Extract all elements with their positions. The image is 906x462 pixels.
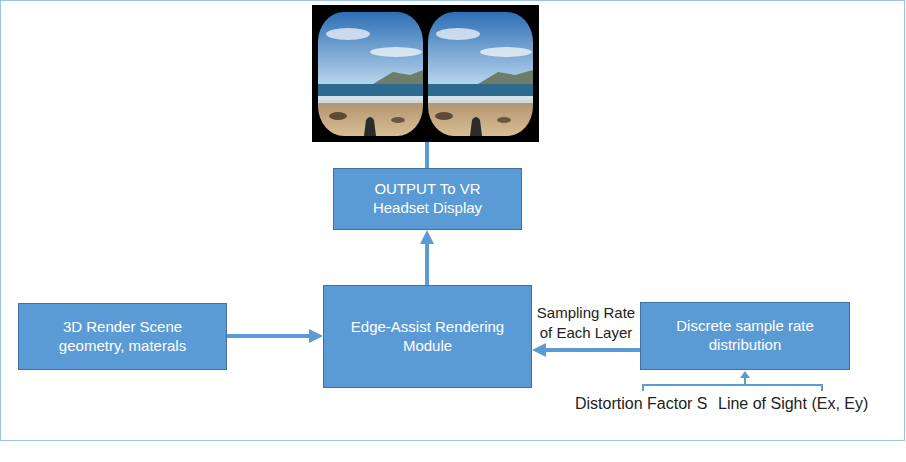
cloud bbox=[326, 28, 370, 40]
bracket-tick bbox=[642, 384, 644, 391]
bracket-arrow bbox=[744, 378, 746, 385]
box-label: OUTPUT To VR Headset Display bbox=[345, 180, 510, 218]
process-box: 3D Render Scene geometry, materals bbox=[18, 303, 227, 370]
input-bracket bbox=[643, 378, 822, 391]
cloud bbox=[436, 28, 480, 40]
display-link bbox=[425, 142, 429, 168]
cloud bbox=[480, 47, 532, 57]
input-label: Distortion Factor S bbox=[575, 395, 707, 413]
process-box: Edge-Assist Rendering Module bbox=[323, 285, 532, 388]
bracket-line bbox=[643, 384, 822, 386]
box-label: 3D Render Scene geometry, materals bbox=[48, 318, 198, 356]
rock bbox=[329, 112, 347, 120]
headset-view bbox=[312, 5, 539, 142]
page-frame bbox=[1, 1, 905, 441]
surf bbox=[428, 96, 533, 104]
hills bbox=[478, 70, 533, 84]
box-label: Edge-Assist Rendering Module bbox=[348, 318, 508, 356]
hills bbox=[373, 70, 423, 84]
cloud bbox=[370, 47, 422, 57]
sky bbox=[428, 12, 533, 84]
input-label: Line of Sight (Ex, Ey) bbox=[718, 395, 868, 413]
edge-label: Sampling Rate of Each Layer bbox=[532, 303, 640, 342]
left-lens bbox=[318, 12, 423, 136]
process-box: OUTPUT To VR Headset Display bbox=[333, 168, 522, 230]
person bbox=[470, 117, 482, 136]
rock bbox=[497, 117, 511, 123]
right-lens bbox=[428, 12, 533, 136]
flow-arrow bbox=[546, 348, 640, 352]
beach bbox=[318, 103, 423, 136]
sky bbox=[318, 12, 423, 84]
bracket-arrowhead bbox=[740, 371, 750, 378]
flow-arrow bbox=[227, 334, 309, 338]
flow-arrow bbox=[425, 244, 429, 285]
rock bbox=[435, 112, 453, 120]
rock bbox=[391, 117, 405, 123]
box-label: Discrete sample rate distribution bbox=[670, 317, 820, 355]
process-box: Discrete sample rate distribution bbox=[640, 302, 850, 370]
person bbox=[364, 117, 376, 136]
surf bbox=[318, 96, 423, 104]
bracket-tick bbox=[821, 384, 823, 391]
beach bbox=[428, 103, 533, 136]
